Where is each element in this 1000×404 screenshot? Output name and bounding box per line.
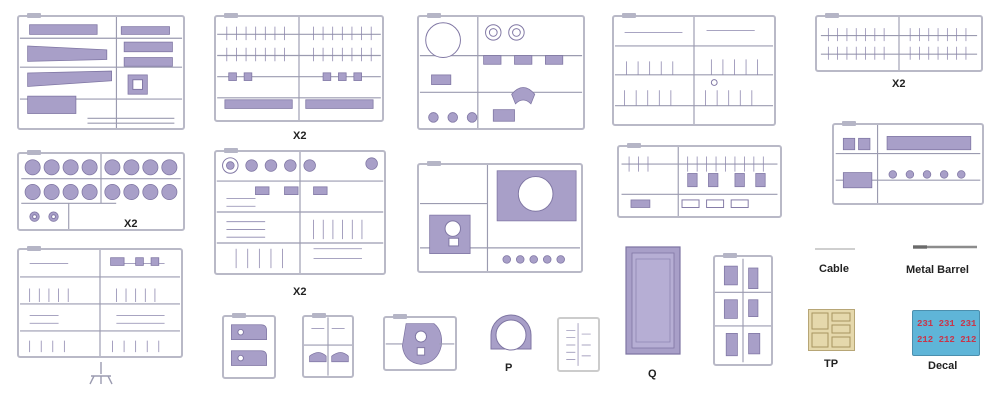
quantity-label: X2 [293, 286, 307, 298]
sprue-tag [393, 314, 407, 319]
sprue-tag [723, 253, 737, 258]
accessory-label-metal-barrel: Metal Barrel [906, 264, 969, 276]
sprue-tag [627, 143, 641, 148]
sprue-tag [224, 148, 238, 153]
decal-row-1: 231 231 231 [917, 319, 977, 329]
sprue-suspension [617, 143, 782, 218]
part-label-q: Q [648, 368, 657, 380]
sprue-exhaust-parts [715, 258, 771, 363]
sprue-stand-icon [89, 362, 113, 385]
sprue-small-fittings-parts [614, 17, 774, 124]
decal-sheet: 231 231 231 212 212 212 [912, 310, 980, 356]
sprue-detail-parts [214, 148, 386, 275]
sprue-hull-upper-parts [19, 17, 183, 128]
sprue-turret-side [383, 314, 457, 371]
sprue-mudguards-parts [304, 317, 352, 376]
sprue-exhaust [713, 253, 773, 366]
metal-barrel-icon [913, 245, 977, 249]
sprue-tag [27, 150, 41, 155]
sprue-detail-parts-parts [216, 152, 384, 273]
sprue-tag [842, 121, 856, 126]
part-label-p: P [505, 362, 513, 374]
sprue-mudguards [302, 313, 354, 378]
sprue-road-wheels-parts [21, 154, 181, 229]
sprue-track-pins-parts [820, 17, 978, 70]
sprue-suspension-parts [621, 147, 778, 216]
sprue-tag [312, 313, 326, 318]
sprue-track-links [214, 13, 384, 122]
quantity-label: X2 [293, 130, 307, 142]
sprue-turret-body [417, 161, 583, 273]
sprue-road-wheels [17, 150, 185, 231]
sprue-tag [427, 13, 441, 18]
sprue-tag [27, 13, 41, 18]
quantity-label: X2 [892, 78, 906, 90]
sprue-hatches-parts [835, 125, 981, 203]
sprue-tag [427, 161, 441, 166]
sprue-track-links-parts [217, 17, 381, 120]
sprue-turret-body-parts [420, 165, 580, 271]
sprue-tag [232, 313, 246, 318]
accessory-label-decal: Decal [928, 360, 958, 372]
sprue-clear-parts [557, 317, 600, 372]
sprue-fenders [222, 313, 276, 379]
sprue-tag [825, 13, 839, 18]
sprue-fenders-parts [231, 324, 267, 366]
sprue-small-fittings [612, 13, 776, 126]
photo-etch-fret [808, 309, 855, 351]
part-p-turret-ring [490, 314, 532, 351]
sprue-tag [622, 13, 636, 18]
accessory-label-tp: TP [824, 358, 839, 370]
sprue-turret-side-parts [385, 323, 455, 365]
sprue-track-pins [815, 13, 983, 72]
sprue-tag [224, 13, 238, 18]
decal-row-2: 212 212 212 [917, 335, 977, 345]
sprue-clear-parts-parts [566, 323, 591, 366]
sprue-tag [27, 246, 41, 251]
part-q-lower-hull [625, 246, 681, 355]
accessory-label-cable: Cable [819, 263, 849, 275]
sprue-lower-details-parts [20, 250, 180, 356]
sprue-hull-upper [17, 13, 185, 130]
sprue-hatches [832, 121, 984, 205]
sprue-turret-details-parts [419, 17, 583, 128]
sprue-turret-details [417, 13, 585, 130]
sprue-lower-details [17, 246, 183, 358]
cable-icon [815, 248, 855, 250]
quantity-label: X2 [124, 218, 138, 230]
